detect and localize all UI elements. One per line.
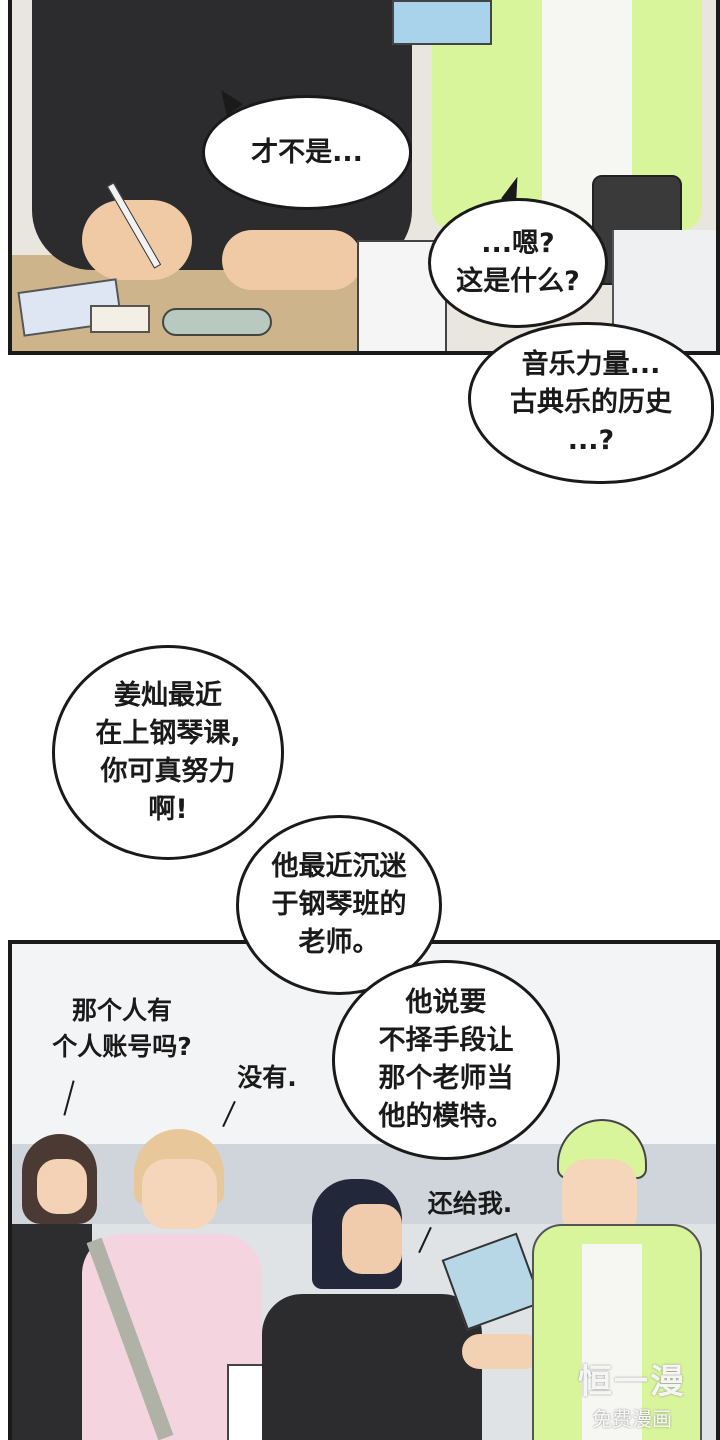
speech-text: 他说要 不择手段让 那个老师当 他的模特。: [378, 987, 514, 1132]
character-girl-body: [12, 1224, 92, 1440]
speech-text: 音乐力量... 古典乐的历史 ...?: [510, 349, 672, 456]
speech-text: 姜灿最近 在上钢琴课, 你可真努力 啊!: [95, 679, 241, 825]
character-dark-body: [262, 1294, 482, 1440]
character-boy-face: [142, 1159, 217, 1229]
character-dark-face: [342, 1204, 402, 1274]
hand-reaching: [462, 1334, 542, 1369]
speech-bubble-music-power: 音乐力量... 古典乐的历史 ...?: [468, 322, 714, 484]
watermark: 恒一漫 免费漫画: [578, 1354, 686, 1432]
dialogue-account-question: 那个人有 个人账号吗?: [52, 996, 192, 1061]
speech-text: 才不是...: [251, 136, 363, 168]
speech-bubble-piano-effort: 姜灿最近 在上钢琴课, 你可真努力 啊!: [52, 645, 284, 860]
speech-bubble-what-is-this: ...嗯? 这是什么?: [428, 198, 608, 328]
dialogue-give-back: 还给我.: [427, 1189, 513, 1218]
eraser: [90, 305, 150, 333]
character-girl-face: [37, 1159, 87, 1214]
hand-right: [222, 230, 362, 290]
cabinet: [612, 230, 716, 351]
speech-text: ...嗯? 这是什么?: [456, 228, 580, 297]
speech-bubble-not-that: 才不是...: [202, 95, 412, 210]
dialogue-no: 没有.: [237, 1063, 297, 1092]
watermark-label: 免费漫画: [592, 1407, 672, 1431]
watermark-logo: 恒一漫: [578, 1362, 686, 1402]
speech-text: 他最近沉迷 于钢琴班的 老师。: [271, 851, 407, 958]
blue-book: [392, 0, 492, 45]
comic-panel-top: [8, 0, 720, 355]
character-hoodie-shirt: [582, 1244, 642, 1440]
pencil-case: [162, 308, 272, 336]
speech-bubble-model: 他说要 不择手段让 那个老师当 他的模特。: [332, 960, 560, 1160]
